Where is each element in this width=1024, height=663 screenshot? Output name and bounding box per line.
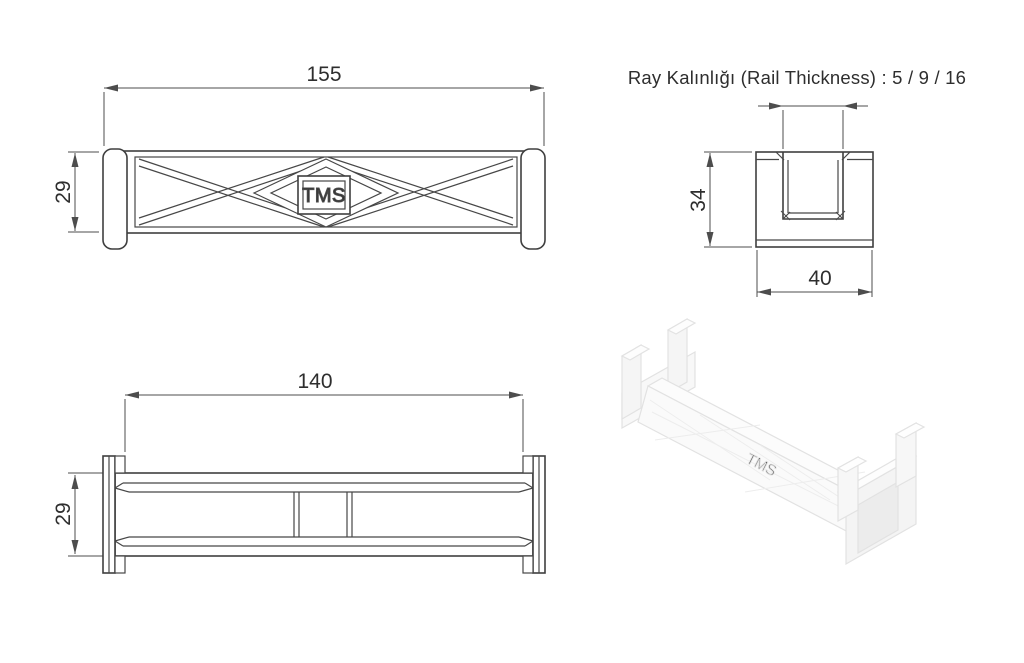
plan-end-cap-left xyxy=(102,455,126,574)
dim-front-length: 155 xyxy=(103,63,545,146)
dim-front-height: 29 xyxy=(52,151,99,233)
u-slot-outline xyxy=(782,152,844,220)
dim-section-width: 40 xyxy=(756,250,873,297)
dim-section-height-label: 34 xyxy=(687,188,710,212)
section-view: Ray Kalınlığı (Rail Thickness) : 5 / 9 /… xyxy=(628,67,966,297)
dim-rail-thickness xyxy=(758,102,868,149)
end-cap-left xyxy=(102,148,128,250)
dim-front-height-label: 29 xyxy=(52,180,75,203)
tms-logo-text: TMS xyxy=(302,185,346,207)
end-cap-right xyxy=(520,148,546,250)
plan-rail-body xyxy=(114,472,534,557)
tms-logo: TMS xyxy=(297,175,351,215)
front-view: 155 29 TMS xyxy=(52,63,546,250)
iso-near-cap xyxy=(836,421,926,566)
center-diamond-inner xyxy=(269,166,383,220)
tms-logo-inner-box xyxy=(302,180,346,210)
dim-plan-length: 140 xyxy=(124,370,524,452)
tms-logo-outer-box xyxy=(297,175,351,215)
dim-plan-height-label: 29 xyxy=(52,502,75,525)
dim-front-length-label: 155 xyxy=(306,63,341,86)
plan-view: 140 29 xyxy=(52,370,546,574)
dim-section-height: 34 xyxy=(687,151,752,248)
plan-center-block xyxy=(293,492,353,537)
dim-plan-length-label: 140 xyxy=(297,370,332,393)
plan-end-cap-right xyxy=(522,455,546,574)
iso-rail-slab: TMS xyxy=(637,377,899,546)
plan-flange-lines xyxy=(114,482,534,547)
u-channel-section xyxy=(755,151,874,248)
section-title: Ray Kalınlığı (Rail Thickness) : 5 / 9 /… xyxy=(628,67,966,88)
iso-view: TMS xyxy=(620,317,926,566)
dim-section-width-label: 40 xyxy=(808,267,831,290)
